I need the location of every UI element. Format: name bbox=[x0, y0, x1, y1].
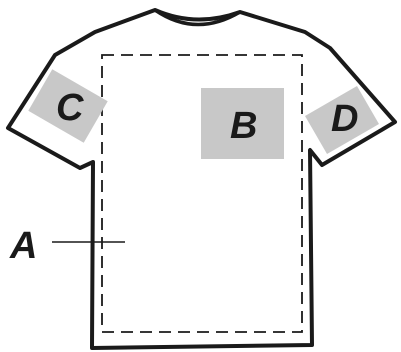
label-c: C bbox=[56, 87, 84, 129]
label-d: D bbox=[331, 98, 358, 140]
label-b: B bbox=[230, 105, 257, 147]
label-a: A bbox=[9, 225, 37, 267]
tshirt-outline bbox=[8, 10, 395, 348]
